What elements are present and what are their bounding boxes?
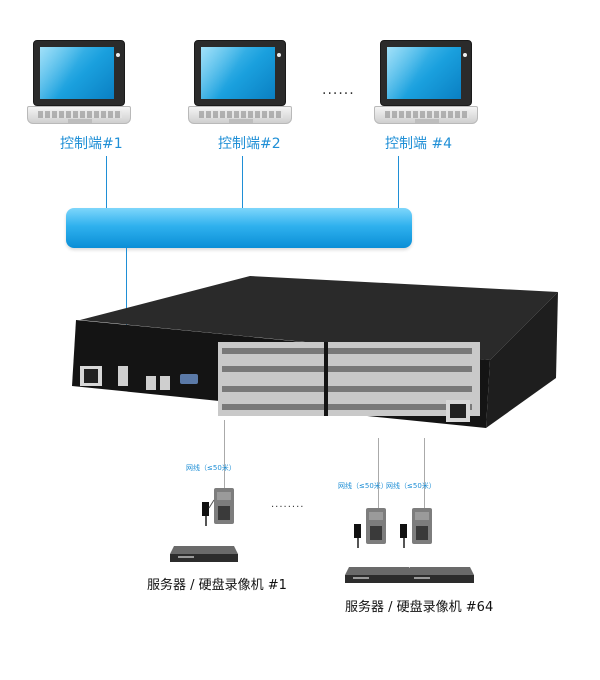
laptop-keyboard bbox=[188, 106, 292, 124]
console-label-2: 控制端#2 bbox=[218, 136, 281, 152]
cable-label-64a: 网线（≤50米） bbox=[338, 482, 388, 490]
kvm-dongle-64a bbox=[354, 508, 386, 548]
cable-server-64b bbox=[424, 438, 425, 512]
server-dvr-64a bbox=[345, 567, 413, 583]
laptop-screen bbox=[33, 40, 125, 106]
rj45-grid bbox=[218, 342, 480, 416]
kvm-switch bbox=[72, 276, 558, 428]
dongle-gap: ........ bbox=[271, 499, 305, 510]
console-label-1: 控制端#1 bbox=[60, 136, 123, 152]
server-dvr-1 bbox=[170, 546, 238, 562]
kvm-dongle-64b bbox=[400, 508, 432, 548]
cable-label-64b: 网线（≤50米） bbox=[386, 482, 436, 490]
console-label-4: 控制端 #4 bbox=[385, 136, 453, 152]
network-bar bbox=[66, 208, 412, 248]
link-console-1 bbox=[106, 156, 107, 210]
kvm-dongle-1 bbox=[202, 488, 234, 526]
laptop-keyboard bbox=[27, 106, 131, 124]
link-network-switch bbox=[126, 248, 127, 326]
laptop-screen bbox=[194, 40, 286, 106]
console-ellipsis: ...... bbox=[322, 82, 355, 98]
server-dvr-64b bbox=[406, 567, 474, 583]
link-console-2 bbox=[242, 156, 243, 210]
laptop-screen bbox=[380, 40, 472, 106]
cable-server-64a bbox=[378, 438, 379, 512]
server-label-1: 服务器 / 硬盘录像机 #1 bbox=[147, 578, 287, 593]
cable-server-1 bbox=[224, 420, 225, 492]
laptop-console-2 bbox=[188, 40, 292, 126]
link-console-4 bbox=[398, 156, 399, 210]
cable-label-1: 网线（≤50米） bbox=[186, 464, 236, 472]
server-label-64: 服务器 / 硬盘录像机 #64 bbox=[345, 600, 494, 615]
laptop-console-1 bbox=[27, 40, 131, 126]
laptop-console-4 bbox=[374, 40, 478, 126]
laptop-keyboard bbox=[374, 106, 478, 124]
